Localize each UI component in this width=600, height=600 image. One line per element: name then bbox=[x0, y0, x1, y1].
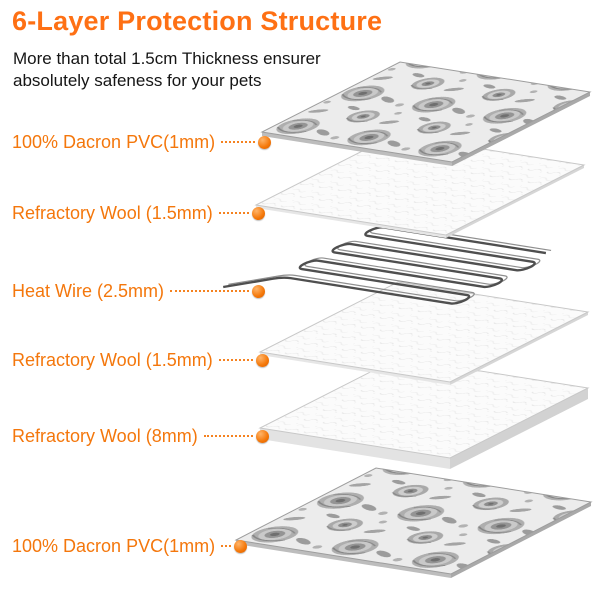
layer-label-row-3: Heat Wire (2.5mm) bbox=[12, 280, 265, 302]
layer-label-wool-upper: Refractory Wool (1.5mm) bbox=[12, 203, 213, 223]
leader-dot-icon bbox=[256, 429, 269, 443]
layer-label-row-1: 100% Dacron PVC(1mm) bbox=[12, 131, 271, 153]
layer-label-dacron-top: 100% Dacron PVC(1mm) bbox=[12, 132, 216, 152]
subtitle: More than total 1.5cm Thickness ensurer … bbox=[13, 48, 321, 93]
subtitle-line1: More than total 1.5cm Thickness ensurer bbox=[13, 49, 321, 68]
layer6-dacron-pvc-sheet bbox=[236, 468, 591, 578]
leader-line bbox=[203, 435, 253, 437]
layer-label-row-2: Refractory Wool (1.5mm) bbox=[12, 202, 265, 224]
layer3-heat-wire bbox=[223, 220, 560, 320]
leader-line bbox=[170, 290, 249, 292]
layer-label-wool-middle: Refractory Wool (1.5mm) bbox=[12, 350, 213, 370]
layer-label-row-6: 100% Dacron PVC(1mm) bbox=[12, 535, 248, 557]
layer-label-wool-thick: Refractory Wool (8mm) bbox=[12, 426, 198, 446]
leader-line bbox=[218, 212, 249, 214]
layer-label-dacron-bottom: 100% Dacron PVC(1mm) bbox=[12, 536, 216, 556]
leader-line bbox=[221, 141, 255, 143]
leader-dot-icon bbox=[252, 206, 265, 220]
layer-label-heat-wire: Heat Wire (2.5mm) bbox=[12, 281, 165, 301]
subtitle-line2: absolutely safeness for your pets bbox=[13, 71, 262, 91]
page-title: 6-Layer Protection Structure bbox=[12, 6, 383, 36]
layer5-refractory-wool-thick-sheet bbox=[260, 358, 588, 469]
leader-dot-icon bbox=[258, 135, 271, 149]
leader-dot-icon bbox=[234, 539, 248, 553]
layer2-refractory-wool-sheet bbox=[256, 135, 584, 238]
leader-line bbox=[221, 545, 232, 547]
leader-line bbox=[218, 359, 253, 361]
layer-label-row-4: Refractory Wool (1.5mm) bbox=[12, 349, 269, 371]
layer1-dacron-pvc-sheet bbox=[262, 62, 590, 166]
leader-dot-icon bbox=[252, 284, 265, 298]
layer4-refractory-wool-sheet bbox=[260, 282, 588, 385]
layer-label-row-5: Refractory Wool (8mm) bbox=[12, 425, 269, 447]
leader-dot-icon bbox=[256, 353, 269, 367]
